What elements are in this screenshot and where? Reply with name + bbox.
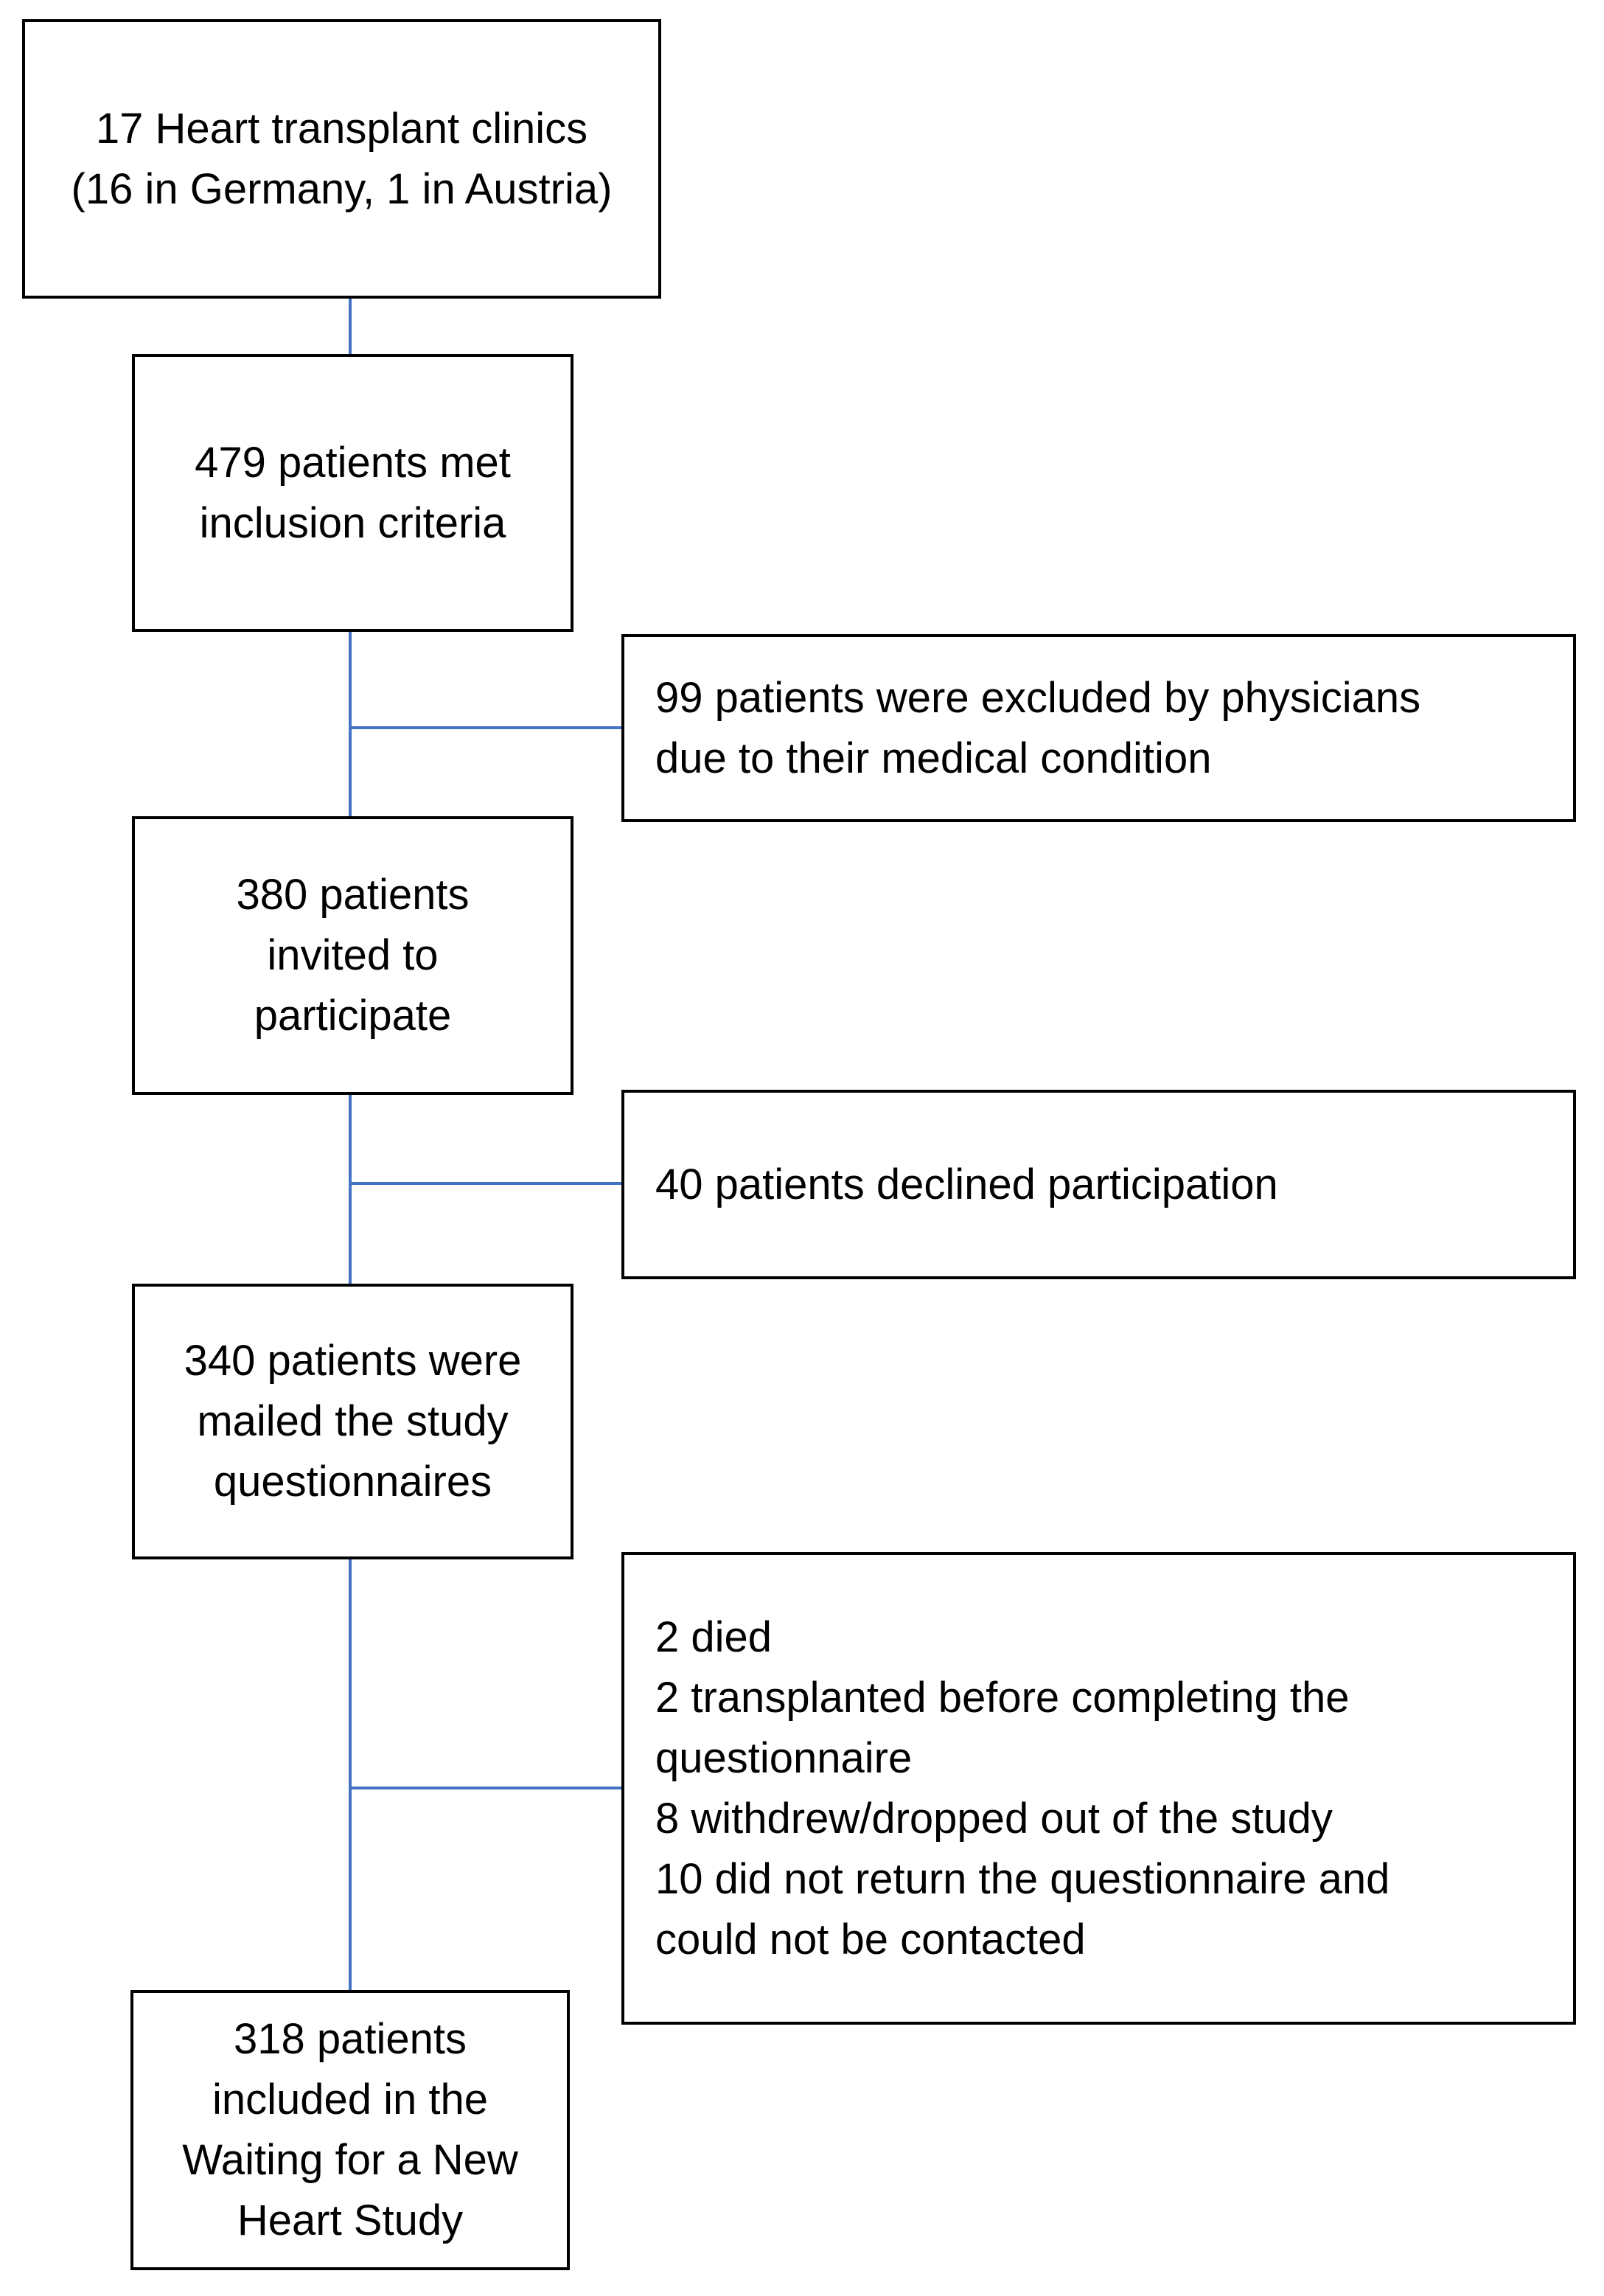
flow-box-declined-participation-text: 40 patients declined participation xyxy=(655,1160,1278,1208)
flow-box-inclusion-criteria-text: 479 patients met inclusion criteria xyxy=(195,438,511,547)
flow-box-included-study: 318 patients included in the Waiting for… xyxy=(130,1990,570,2270)
flow-box-invited-text: 380 patients invited to participate xyxy=(236,871,470,1040)
flow-box-declined-participation: 40 patients declined participation xyxy=(621,1090,1576,1279)
flow-box-included-study-text: 318 patients included in the Waiting for… xyxy=(182,2015,518,2244)
connector-branch-attrition xyxy=(350,1787,621,1789)
flow-box-attrition-reasons-text: 2 died 2 transplanted before completing … xyxy=(655,1613,1390,1963)
connector-invited-to-mailed xyxy=(349,1095,352,1284)
flow-box-clinics: 17 Heart transplant clinics (16 in Germa… xyxy=(22,19,661,299)
flow-box-clinics-text: 17 Heart transplant clinics (16 in Germa… xyxy=(71,104,613,213)
flow-box-excluded-by-physicians: 99 patients were excluded by physicians … xyxy=(621,634,1576,822)
connector-branch-excluded xyxy=(350,726,621,729)
flow-box-mailed-questionnaires-text: 340 patients were mailed the study quest… xyxy=(184,1337,522,1506)
flow-box-inclusion-criteria: 479 patients met inclusion criteria xyxy=(132,354,573,632)
connector-mailed-to-included xyxy=(349,1559,352,1990)
flow-box-invited: 380 patients invited to participate xyxy=(132,816,573,1095)
connector-inclusion-to-invited xyxy=(349,632,352,816)
flow-box-excluded-by-physicians-text: 99 patients were excluded by physicians … xyxy=(655,673,1421,782)
flow-box-mailed-questionnaires: 340 patients were mailed the study quest… xyxy=(132,1284,573,1559)
flow-box-attrition-reasons: 2 died 2 transplanted before completing … xyxy=(621,1552,1576,2025)
connector-branch-declined xyxy=(350,1182,621,1185)
connector-clinics-to-inclusion xyxy=(349,299,352,354)
